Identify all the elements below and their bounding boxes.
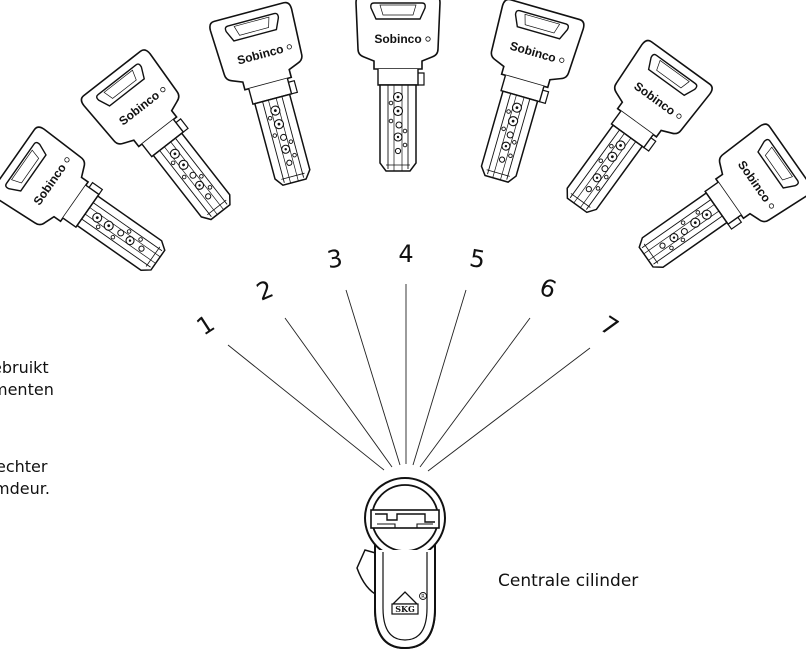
key-6: Sobinco <box>542 37 716 231</box>
key-number-1: 1 <box>192 309 220 341</box>
key-1: Sobinco <box>0 123 183 296</box>
skg-logo: SKG R <box>391 591 427 615</box>
key-number-6: 6 <box>536 273 561 305</box>
key-number-3: 3 <box>325 244 344 274</box>
key-number-2: 2 <box>252 275 277 307</box>
ray-lines <box>227 284 591 472</box>
ray-line-5 <box>412 289 467 466</box>
key-3: Sobinco <box>207 0 336 194</box>
registered-mark-icon <box>768 203 775 209</box>
registered-mark-icon <box>676 113 682 119</box>
cylinder-caption: Centrale cilinder <box>498 571 639 591</box>
key-brand-label: Sobinco <box>374 32 421 46</box>
key-5: Sobinco <box>455 0 587 192</box>
key-4: Sobinco <box>355 0 441 172</box>
ray-line-6 <box>419 317 531 468</box>
central-cylinder: SKG R <box>356 477 446 650</box>
ray-line-7 <box>427 347 591 472</box>
side-text-line-2: menten <box>0 380 54 399</box>
key-number-7: 7 <box>595 310 623 342</box>
key-number-5: 5 <box>467 244 487 274</box>
ray-line-3 <box>345 289 401 466</box>
ray-line-1 <box>227 344 385 471</box>
key-2: Sobinco <box>78 46 255 239</box>
registered-mark-icon <box>64 157 70 163</box>
key-number-4: 4 <box>398 240 413 268</box>
key-7: Sobinco <box>621 120 806 293</box>
registered-mark-icon <box>425 36 431 42</box>
registered-mark-icon <box>286 44 292 50</box>
side-text-line-1: ebruikt <box>0 358 49 377</box>
side-text-line-4: mdeur. <box>0 479 50 498</box>
skg-mark: SKG <box>395 604 415 614</box>
side-text-line-3: echter <box>0 457 48 476</box>
registered-mark-icon <box>559 57 565 63</box>
registered-mark-icon <box>160 87 166 93</box>
ray-line-2 <box>284 317 393 468</box>
svg-text:R: R <box>421 594 425 600</box>
keys-group: Sobinco 1 Sobinco 2 Sobinco 3 Sobinco 4 Sobinco 5… <box>0 0 806 342</box>
